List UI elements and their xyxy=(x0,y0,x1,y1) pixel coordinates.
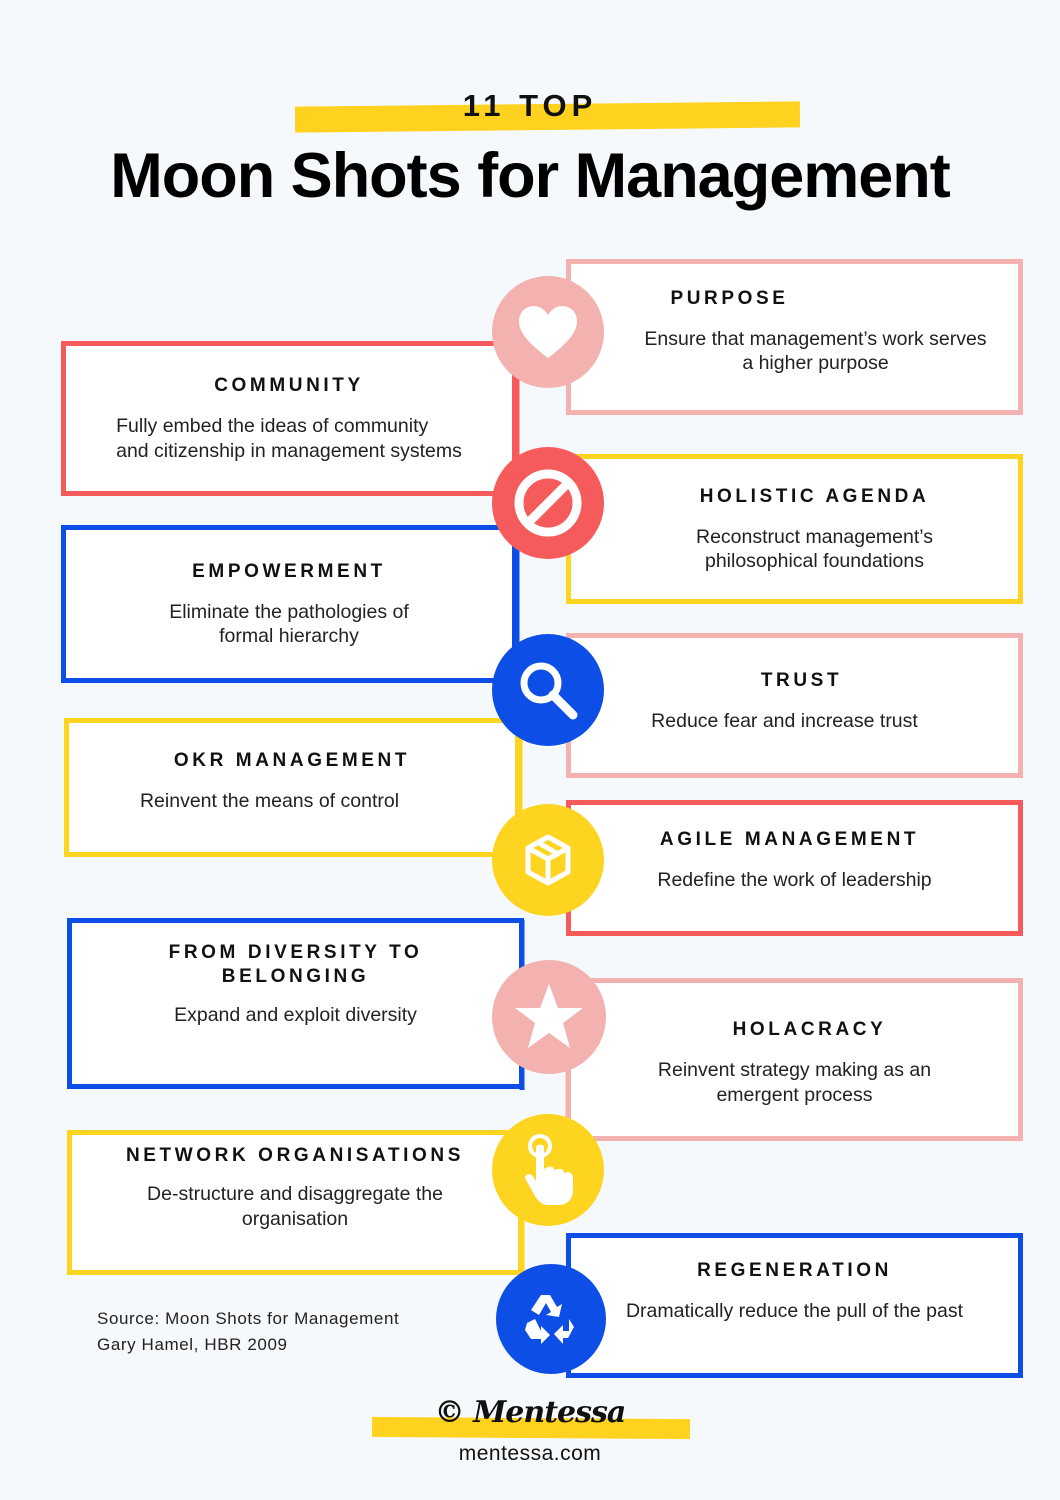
star-icon xyxy=(492,960,606,1074)
card-heading: REGENERATION xyxy=(697,1260,892,1282)
card-description-line: philosophical foundations xyxy=(704,550,924,572)
recycle-icon xyxy=(496,1264,606,1374)
card-description-line: organisation xyxy=(241,1207,349,1230)
card-empowerment: EMPOWERMENT Eliminate the pathologies of… xyxy=(61,525,517,683)
card-heading: OKR MANAGEMENT xyxy=(173,750,411,772)
card-description-line: De-structure and disaggregate the xyxy=(147,1183,443,1205)
card-heading: EMPOWERMENT xyxy=(192,560,386,582)
card-description-line: emergent process xyxy=(716,1083,873,1106)
card-description-line: Redefine the work of leadership xyxy=(657,868,932,891)
card-heading: TRUST xyxy=(760,670,843,692)
card-description-line: Reinvent the means of control xyxy=(139,790,400,813)
card-holacracy: HOLACRACY Reinvent strategy making as an… xyxy=(566,978,1023,1141)
card-trust: TRUST Reduce fear and increase trust xyxy=(566,633,1023,778)
card-description-line: Eliminate the pathologies of xyxy=(169,600,409,623)
card-diversity-belonging: FROM DIVERSITY TO BELONGING Expand and e… xyxy=(67,918,524,1089)
card-heading: FROM DIVERSITY TO xyxy=(168,942,423,964)
card-community: COMMUNITY Fully embed the ideas of commu… xyxy=(61,341,517,496)
page-title: Moon Shots for Management xyxy=(110,141,951,211)
card-description-line: Ensure that management’s work serves xyxy=(644,327,987,350)
source-citation: Source: Moon Shots for Management Gary H… xyxy=(97,1306,399,1358)
card-okr-management: OKR MANAGEMENT Reinvent the means of con… xyxy=(64,718,520,857)
prohibited-icon xyxy=(492,447,604,559)
page-subtitle: 11 TOP xyxy=(462,88,598,123)
card-heading: PURPOSE xyxy=(670,287,789,309)
card-purpose: PURPOSE Ensure that management’s work se… xyxy=(566,259,1023,415)
source-line: Gary Hamel, HBR 2009 xyxy=(97,1335,288,1354)
card-regeneration: REGENERATION Dramatically reduce the pul… xyxy=(566,1233,1023,1378)
card-description-line: formal hierarchy xyxy=(219,625,359,647)
card-heading: NETWORK ORGANISATIONS xyxy=(125,1145,465,1166)
card-network-organisations: NETWORK ORGANISATIONS De-structure and d… xyxy=(67,1130,523,1275)
magnifier-icon xyxy=(492,634,604,746)
pointer-hand-icon xyxy=(492,1114,604,1226)
card-heading: HOLACRACY xyxy=(732,1019,887,1040)
card-description-line: a higher purpose xyxy=(742,352,889,374)
card-description-line: Expand and exploit diversity xyxy=(174,1004,417,1027)
brand-logo: © Mentessa xyxy=(434,1395,627,1430)
card-heading: COMMUNITY xyxy=(214,375,364,396)
card-description-line: Reduce fear and increase trust xyxy=(651,710,918,733)
heart-icon xyxy=(492,276,604,388)
card-description-line: and citizenship in management systems xyxy=(116,439,462,462)
card-heading: AGILE MANAGEMENT xyxy=(659,828,920,850)
card-heading: HOLISTIC AGENDA xyxy=(699,485,930,507)
source-line: Source: Moon Shots for Management xyxy=(97,1309,400,1328)
card-agile-management: AGILE MANAGEMENT Redefine the work of le… xyxy=(566,800,1023,936)
card-description-line: Fully embed the ideas of community xyxy=(116,415,429,437)
cube-icon xyxy=(492,804,604,916)
card-description-line: Reconstruct management’s xyxy=(695,525,933,548)
website-link[interactable]: mentessa.com xyxy=(458,1442,602,1465)
card-heading: BELONGING xyxy=(221,966,370,988)
card-description-line: Dramatically reduce the pull of the past xyxy=(625,1300,964,1323)
card-holistic-agenda: HOLISTIC AGENDA Reconstruct management’s… xyxy=(566,454,1023,604)
card-description-line: Reinvent strategy making as an xyxy=(657,1059,932,1081)
